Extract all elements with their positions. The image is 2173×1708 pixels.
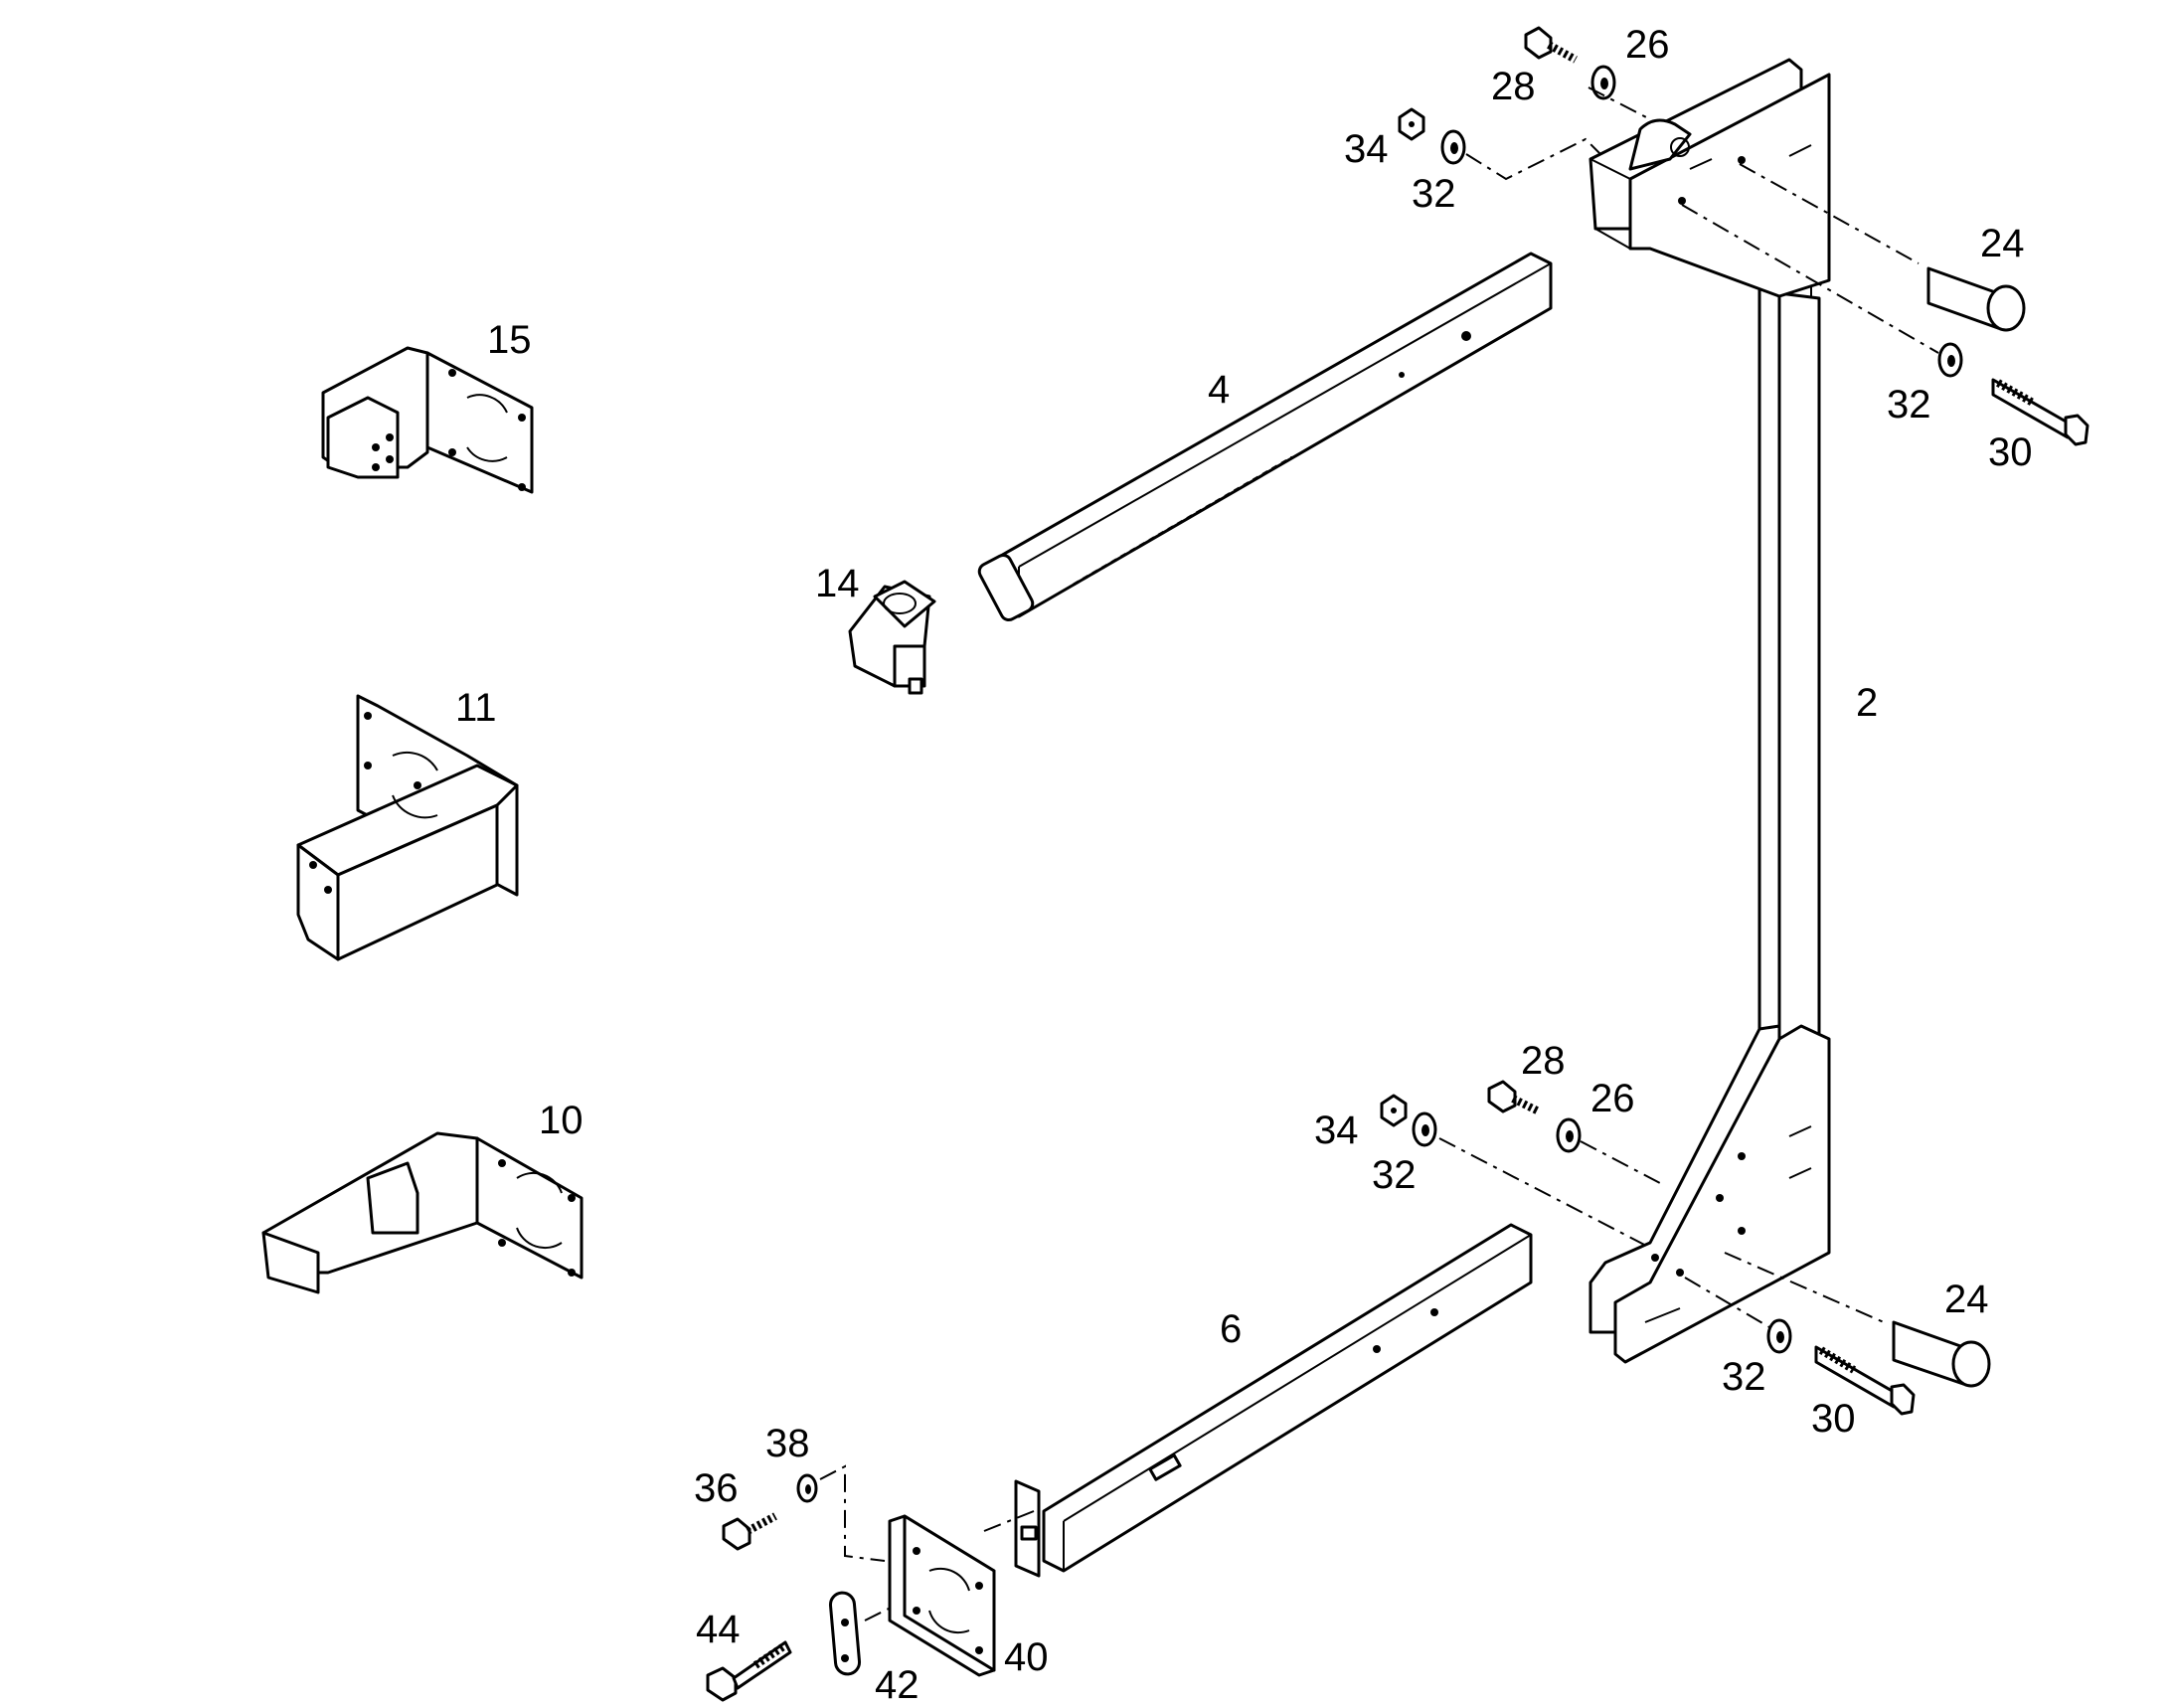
pin-part-24-top <box>1926 266 2026 332</box>
tube-part-4 <box>977 252 1553 622</box>
washer-part-32-c <box>1412 1111 1437 1147</box>
callout-28-bottom: 28 <box>1521 1039 1566 1083</box>
callout-32-a: 32 <box>1412 172 1456 216</box>
callouts: 2 4 6 10 11 14 15 24 24 26 26 28 28 30 3… <box>455 23 2033 1707</box>
callout-11: 11 <box>455 686 497 730</box>
callout-32-b: 32 <box>1887 383 1931 427</box>
callout-34-bottom: 34 <box>1314 1109 1359 1152</box>
callout-6: 6 <box>1220 1307 1242 1351</box>
pin-part-24-bottom <box>1892 1320 1991 1388</box>
bolt-part-44 <box>706 1640 792 1702</box>
callout-2: 2 <box>1856 681 1878 725</box>
washer-part-32-b <box>1937 342 1963 378</box>
washer-part-26-top <box>1590 65 1616 100</box>
callout-40: 40 <box>1004 1635 1049 1679</box>
callout-34-top: 34 <box>1344 127 1389 171</box>
callout-24-bottom: 24 <box>1944 1278 1989 1321</box>
callout-42: 42 <box>875 1663 919 1703</box>
bolt-part-30-top <box>1991 378 2089 446</box>
callout-14: 14 <box>815 562 860 605</box>
washer-part-32-a <box>1440 129 1466 165</box>
nut-part-34-bottom <box>1380 1094 1408 1127</box>
frame-part-2 <box>1588 58 1831 1364</box>
bolt-part-36 <box>722 1512 777 1551</box>
nut-part-34-top <box>1398 107 1425 141</box>
bracket-part-10 <box>261 1131 584 1294</box>
callout-10: 10 <box>539 1099 584 1142</box>
callout-28-top: 28 <box>1491 65 1536 108</box>
plate-part-40 <box>888 1514 996 1677</box>
washer-part-38 <box>796 1473 818 1503</box>
washer-part-32-d <box>1766 1318 1792 1354</box>
callout-24-top: 24 <box>1980 222 2025 265</box>
clip-part-42 <box>828 1591 862 1676</box>
callout-32-d: 32 <box>1722 1355 1766 1399</box>
tube-part-6 <box>1014 1223 1533 1578</box>
callout-26-top: 26 <box>1625 23 1670 67</box>
callout-30-top: 30 <box>1988 430 2033 474</box>
callout-15: 15 <box>487 318 532 362</box>
bolt-part-28-bottom <box>1487 1080 1541 1115</box>
bracket-part-11 <box>296 694 519 961</box>
callout-38: 38 <box>765 1422 810 1465</box>
bolt-part-28-top <box>1524 26 1578 64</box>
bracket-part-15 <box>321 346 534 494</box>
assembly-lines <box>819 86 1939 1622</box>
callout-44: 44 <box>696 1608 741 1651</box>
callout-32-c: 32 <box>1372 1153 1417 1197</box>
bolt-part-30-bottom <box>1814 1345 1916 1416</box>
callout-36: 36 <box>694 1466 739 1510</box>
cap-part-14 <box>848 580 936 695</box>
callout-4: 4 <box>1208 368 1230 412</box>
callout-26-bottom: 26 <box>1590 1077 1635 1120</box>
washer-part-26-bottom <box>1556 1117 1582 1153</box>
callout-30-bottom: 30 <box>1811 1397 1856 1441</box>
